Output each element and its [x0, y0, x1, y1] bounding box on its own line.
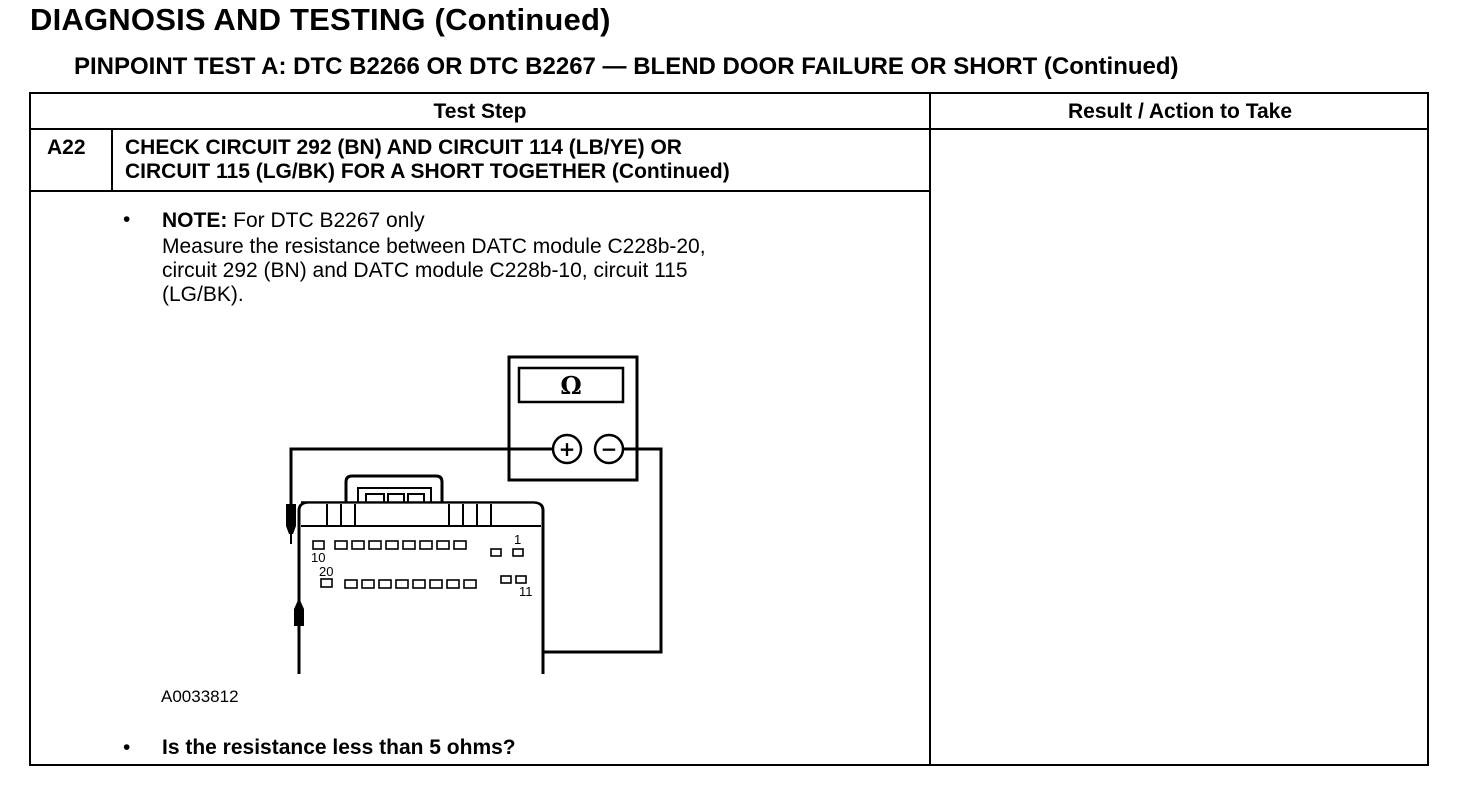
instruction-line-2: circuit 292 (BN) and DATC module C228b-1…	[162, 259, 688, 282]
step-id: A22	[47, 136, 86, 159]
ohmmeter: Ω + −	[507, 355, 639, 482]
step-id-divider	[111, 130, 113, 190]
positive-probe	[286, 504, 296, 544]
header-result-action: Result / Action to Take	[1067, 100, 1293, 123]
note-text: For DTC B2267 only	[227, 209, 425, 232]
pin-label-11: 11	[519, 584, 533, 599]
pin-label-10: 10	[311, 550, 325, 565]
pinpoint-test-table: Test Step Result / Action to Take A22 CH…	[29, 92, 1429, 766]
ohmmeter-connector-diagram: Ω + −	[286, 355, 663, 674]
note-line: NOTE: For DTC B2267 only	[162, 208, 706, 234]
figure-code: A0033812	[161, 687, 239, 706]
step-title-line-1: CHECK CIRCUIT 292 (BN) AND CIRCUIT 114 (…	[125, 136, 682, 159]
positive-lead-wire	[289, 447, 553, 504]
question-bullet: •	[123, 736, 131, 759]
step-title: CHECK CIRCUIT 292 (BN) AND CIRCUIT 114 (…	[125, 136, 730, 184]
pin-label-20: 20	[319, 564, 333, 579]
column-divider	[929, 94, 931, 764]
note-bullet: •	[123, 208, 131, 231]
instruction-line-1: Measure the resistance between DATC modu…	[162, 235, 706, 258]
page-title: DIAGNOSIS AND TESTING (Continued)	[30, 2, 611, 37]
step-header-row: A22 CHECK CIRCUIT 292 (BN) AND CIRCUIT 1…	[31, 130, 931, 192]
connector-c228b: 10 1 20 11	[297, 474, 545, 674]
pinpoint-test-title: PINPOINT TEST A: DTC B2266 OR DTC B2267 …	[74, 53, 1179, 80]
note-block: NOTE: For DTC B2267 only Measure the res…	[162, 208, 706, 308]
table-header-row: Test Step Result / Action to Take	[31, 94, 1427, 130]
note-label: NOTE:	[162, 209, 228, 232]
pin-label-1: 1	[514, 532, 521, 547]
header-test-step: Test Step	[433, 100, 527, 123]
minus-symbol: −	[601, 437, 618, 461]
step-title-line-2: CIRCUIT 115 (LG/BK) FOR A SHORT TOGETHER…	[125, 160, 730, 183]
instruction-line-3: (LG/BK).	[162, 283, 244, 306]
ohm-symbol: Ω	[560, 371, 581, 400]
step-question: Is the resistance less than 5 ohms?	[162, 736, 516, 759]
negative-probe	[294, 592, 304, 626]
plus-symbol: +	[559, 437, 576, 461]
